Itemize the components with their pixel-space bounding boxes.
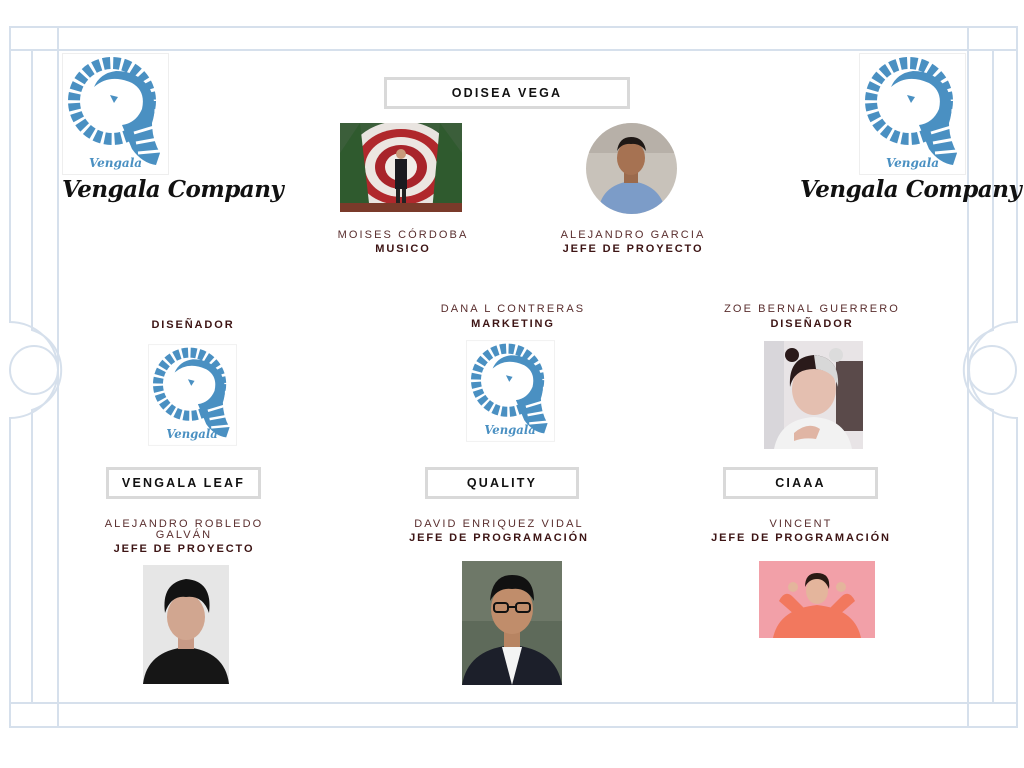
banner-quality: QUALITY [425,467,579,499]
company-name-right: Vengala Company [800,176,1022,203]
name-dana: DANA L CONTRERAS [440,303,586,315]
vengala-logo-left [62,53,169,175]
role-alejandro-robledo: JEFE DE PROYECTO [113,543,255,555]
photo-david [462,561,562,685]
role-alejandro-garcia: JEFE DE PROYECTO [562,243,704,255]
name-moises: MOISES CÓRDOBA [337,229,469,241]
photo-moises [340,123,462,212]
role-dana: MARKETING [471,318,555,330]
name-alejandro-robledo: ALEJANDRO ROBLEDO [104,518,264,530]
role-designer-1: DISEÑADOR [151,319,235,331]
photo-vincent [759,561,875,638]
vengala-logo-designer: Vengala [148,344,237,446]
role-vincent: JEFE DE PROGRAMACIÓN [711,532,891,544]
logo-word-left: Vengala [88,156,143,170]
name-alejandro-garcia: ALEJANDRO GARCIA [560,229,706,241]
role-zoe: DISEÑADOR [770,318,854,330]
logo-word-designer: Vengala [166,427,217,441]
vengala-logo-marketing: Vengala [466,340,555,442]
photo-alejandro-robledo [143,565,229,684]
role-moises: MUSICO [375,243,431,255]
photo-zoe [764,341,863,449]
name-zoe: ZOE BERNAL GUERRERO [724,303,900,315]
vengala-logo-right [859,53,966,175]
logo-word-right: Vengala [885,156,940,170]
photo-alejandro-garcia [586,123,677,214]
name-alejandro-robledo-line2: GALVÁN [155,529,213,541]
company-name-left: Vengala Company [62,176,284,203]
name-david: DAVID ENRIQUEZ VIDAL [414,518,584,530]
banner-vengala-leaf: VENGALA LEAF [106,467,261,499]
banner-odisea-vega: ODISEA VEGA [384,77,630,109]
name-vincent: VINCENT [769,518,833,530]
role-david: JEFE DE PROGRAMACIÓN [409,532,589,544]
logo-word-marketing: Vengala [484,423,535,437]
banner-ciaaa: CIAAA [723,467,878,499]
